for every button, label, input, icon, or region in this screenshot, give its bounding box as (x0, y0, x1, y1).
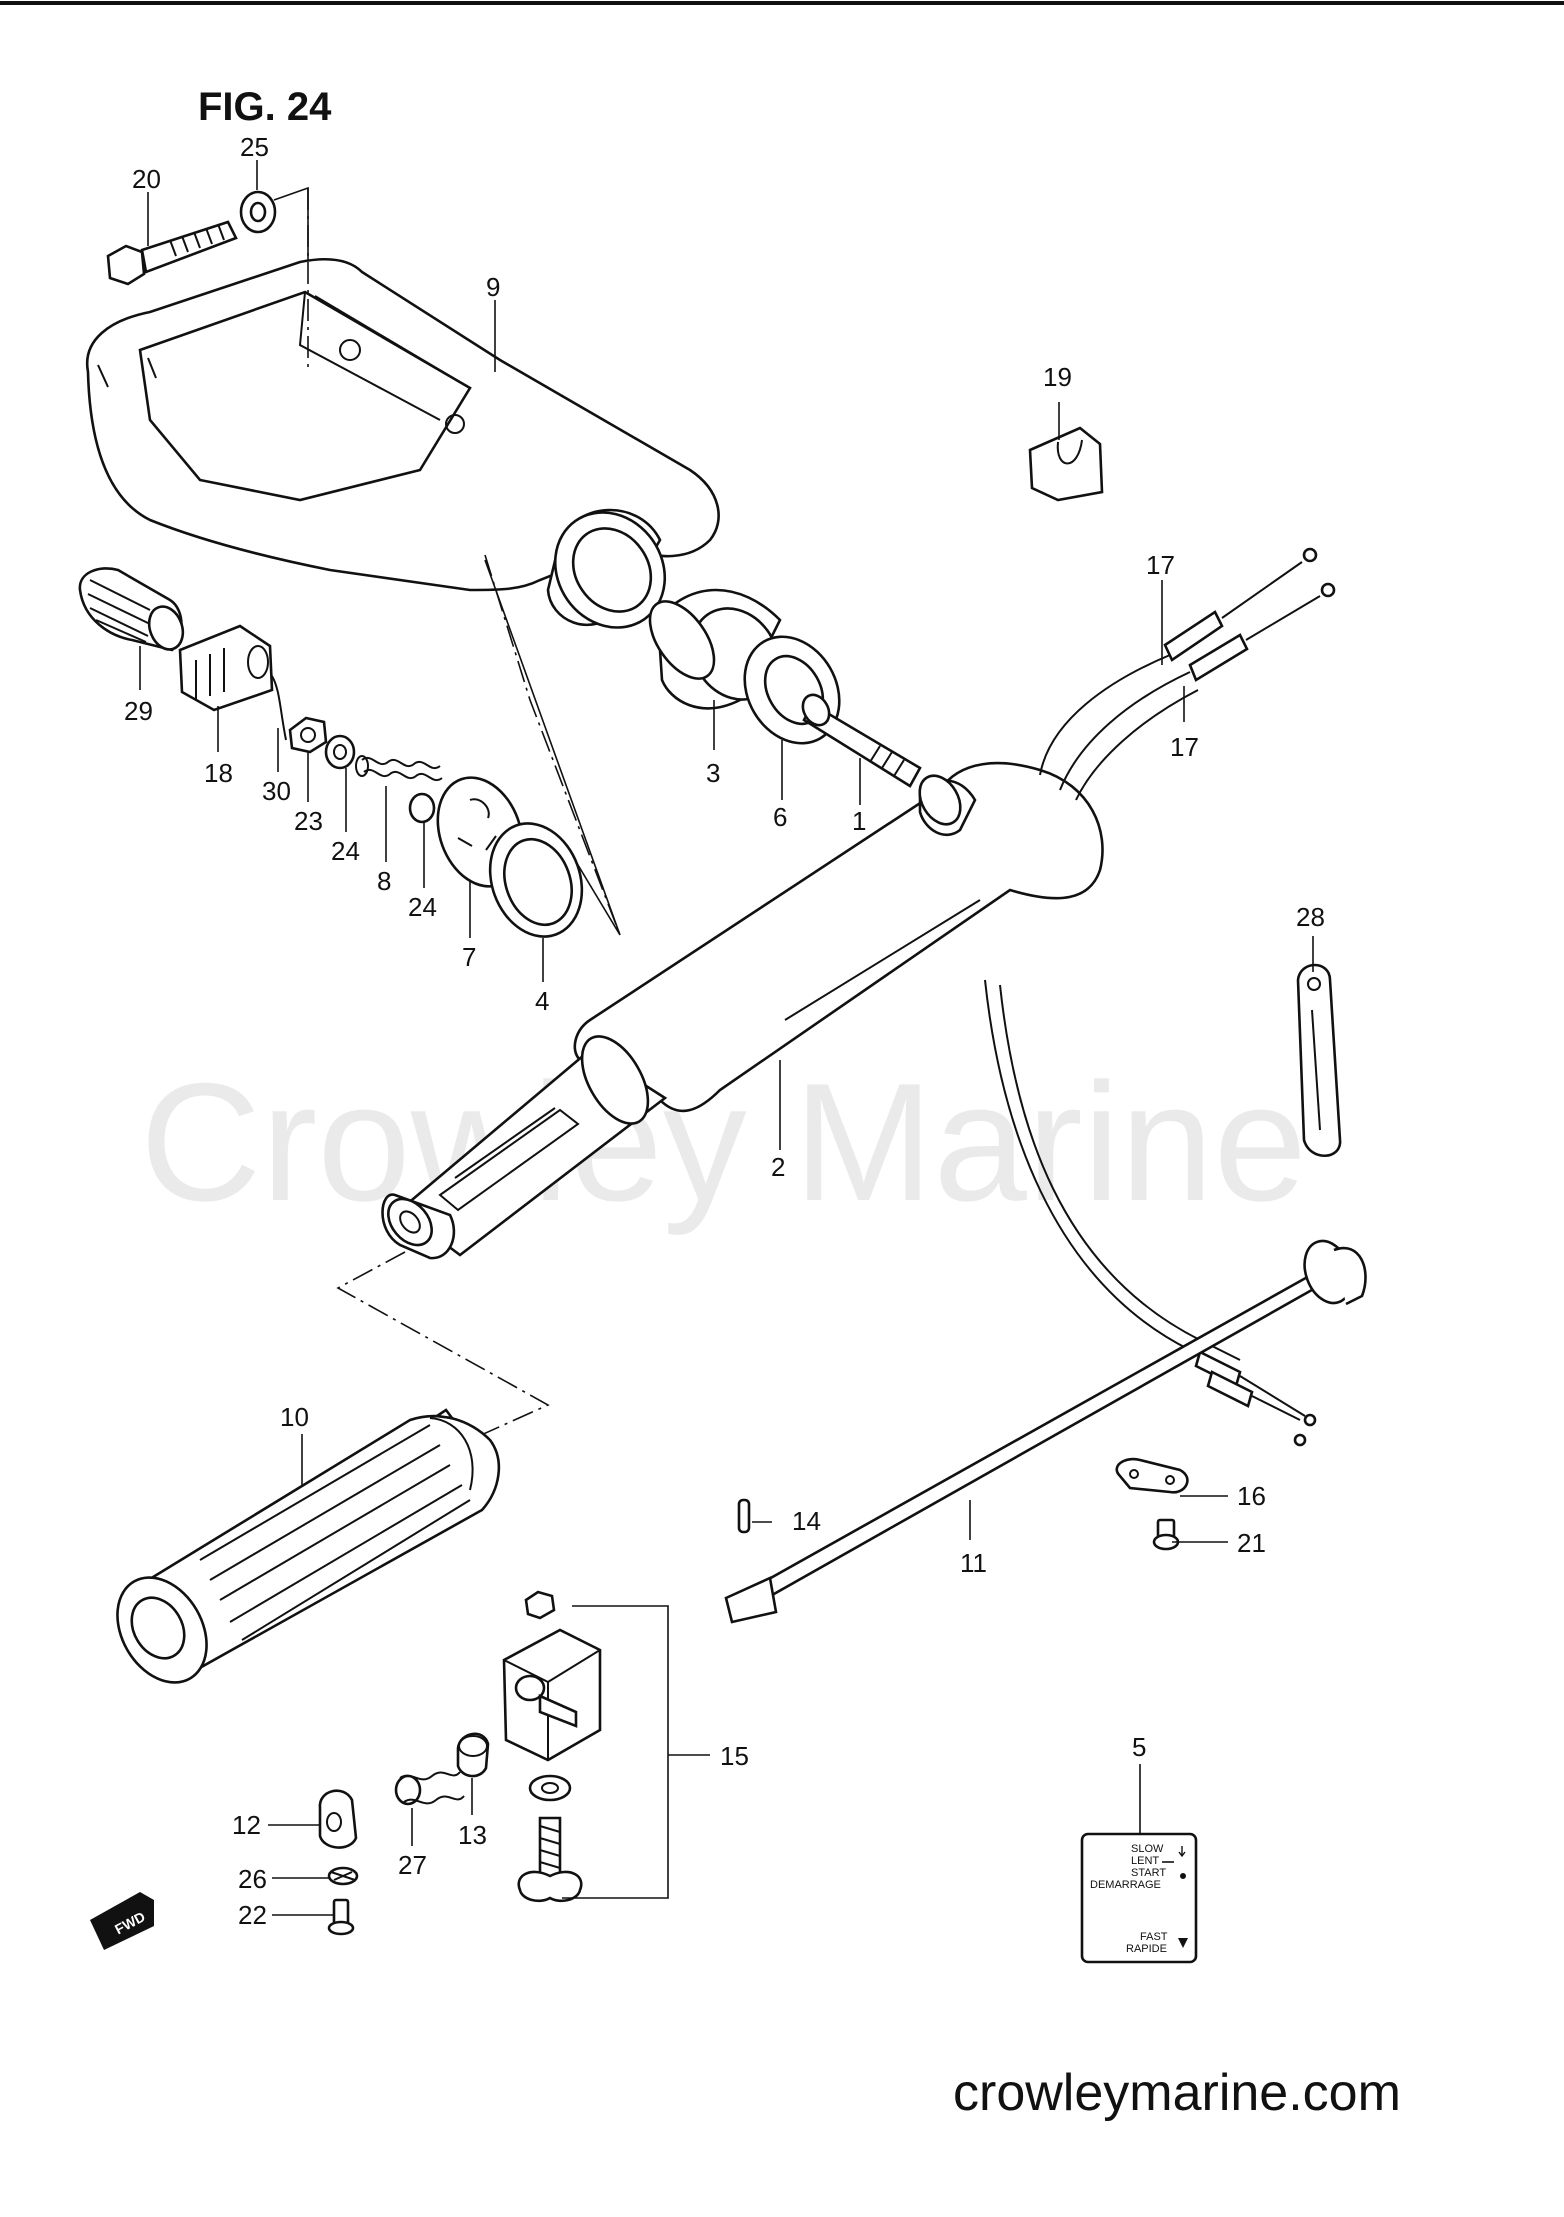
assembly-line-grip (336, 1251, 550, 1441)
footer-url: crowleymarine.com (953, 2064, 1401, 2122)
part-30-cotter-pin (271, 675, 287, 741)
callout-10: 10 (280, 1402, 309, 1432)
part-27-spring (394, 1771, 465, 1806)
callout-23: 23 (294, 806, 323, 836)
decal-line-rapide: RAPIDE (1126, 1943, 1167, 1955)
callout-8: 8 (377, 866, 391, 896)
callout-21: 21 (1237, 1528, 1266, 1558)
callout-27: 27 (398, 1850, 427, 1880)
callout-24a: 24 (331, 836, 360, 866)
callout-16: 16 (1237, 1481, 1266, 1511)
callout-2: 2 (771, 1152, 785, 1182)
figure-title: FIG. 24 (198, 85, 332, 129)
decal-line-slow: SLOW (1131, 1843, 1164, 1855)
callout-28: 28 (1296, 902, 1325, 932)
part-13-bushing (456, 1732, 490, 1778)
callout-26: 26 (238, 1864, 267, 1894)
decal-line-lent: LENT (1131, 1855, 1159, 1867)
part-10-throttle-grip (116, 1408, 501, 1684)
callout-5: 5 (1132, 1732, 1146, 1762)
callout-25: 25 (240, 132, 269, 162)
callout-18: 18 (204, 758, 233, 788)
assembly-leader (484, 559, 621, 936)
part-28-strap (1296, 963, 1342, 1157)
callout-13: 13 (458, 1820, 487, 1850)
callout-24b: 24 (408, 892, 437, 922)
decal-line-demarrage: DEMARRAGE (1090, 1879, 1161, 1891)
callout-7: 7 (462, 942, 476, 972)
leader-lines (139, 160, 1314, 1916)
part-2-tiller-handle (381, 761, 1104, 1260)
part-18-boot (178, 624, 274, 712)
part-24b-washer (408, 792, 436, 824)
part-17-throttle-cables (1039, 547, 1336, 801)
decal-line-fast: FAST (1140, 1931, 1168, 1943)
callout-labels: 25 20 9 19 17 17 3 6 1 28 2 10 14 11 16 … (124, 132, 1325, 1930)
callout-20: 20 (132, 164, 161, 194)
callout-30: 30 (262, 776, 291, 806)
fwd-direction-badge: FWD (90, 1892, 154, 1950)
part-26-lock-washer (327, 1866, 359, 1886)
callout-11: 11 (960, 1548, 987, 1578)
decal-line-start: START (1131, 1867, 1166, 1879)
part-4-ring (488, 822, 584, 938)
part-25-washer (239, 190, 277, 234)
decal-arrow-down-icon (1178, 1938, 1188, 1948)
callout-19: 19 (1043, 362, 1072, 392)
part-11-throttle-rod (724, 1239, 1367, 1624)
part-23-nut (288, 716, 328, 754)
callout-29: 29 (124, 696, 153, 726)
callout-3: 3 (706, 758, 720, 788)
callout-4: 4 (535, 986, 549, 1016)
callout-12: 12 (232, 1810, 261, 1840)
part-14-pin (737, 1498, 751, 1534)
part-29-grip-sleeve (78, 567, 185, 652)
callout-9: 9 (486, 272, 500, 302)
part-20-bolt (106, 220, 238, 286)
part-22-screw (327, 1898, 355, 1936)
callout-1: 1 (852, 806, 866, 836)
part-15-friction-block (502, 1590, 602, 1903)
part-16-plate (1115, 1457, 1189, 1494)
callout-6: 6 (773, 802, 787, 832)
decal-dot-icon (1180, 1873, 1186, 1879)
part-24a-washer (324, 734, 356, 770)
callout-14: 14 (792, 1506, 821, 1536)
leader-15-bracket (562, 1605, 669, 1899)
callout-22: 22 (238, 1900, 267, 1930)
decal-arrow-up-icon (1178, 1846, 1186, 1858)
callout-17a: 17 (1146, 550, 1175, 580)
part-1-shaft-bolt (801, 693, 922, 788)
part-9-collar (546, 508, 667, 629)
callout-17b: 17 (1170, 732, 1199, 762)
part-12-clamp (318, 1789, 358, 1849)
callout-15: 15 (720, 1741, 749, 1771)
cable-run (984, 979, 1317, 1447)
part-9-tiller-frame (85, 257, 720, 592)
part-5-decal: SLOW LENT START DEMARRAGE FAST RAPIDE (1080, 1832, 1198, 1964)
part-8-spring (355, 755, 443, 781)
part-21-screw (1152, 1518, 1180, 1551)
part-19-clip (1028, 426, 1104, 502)
